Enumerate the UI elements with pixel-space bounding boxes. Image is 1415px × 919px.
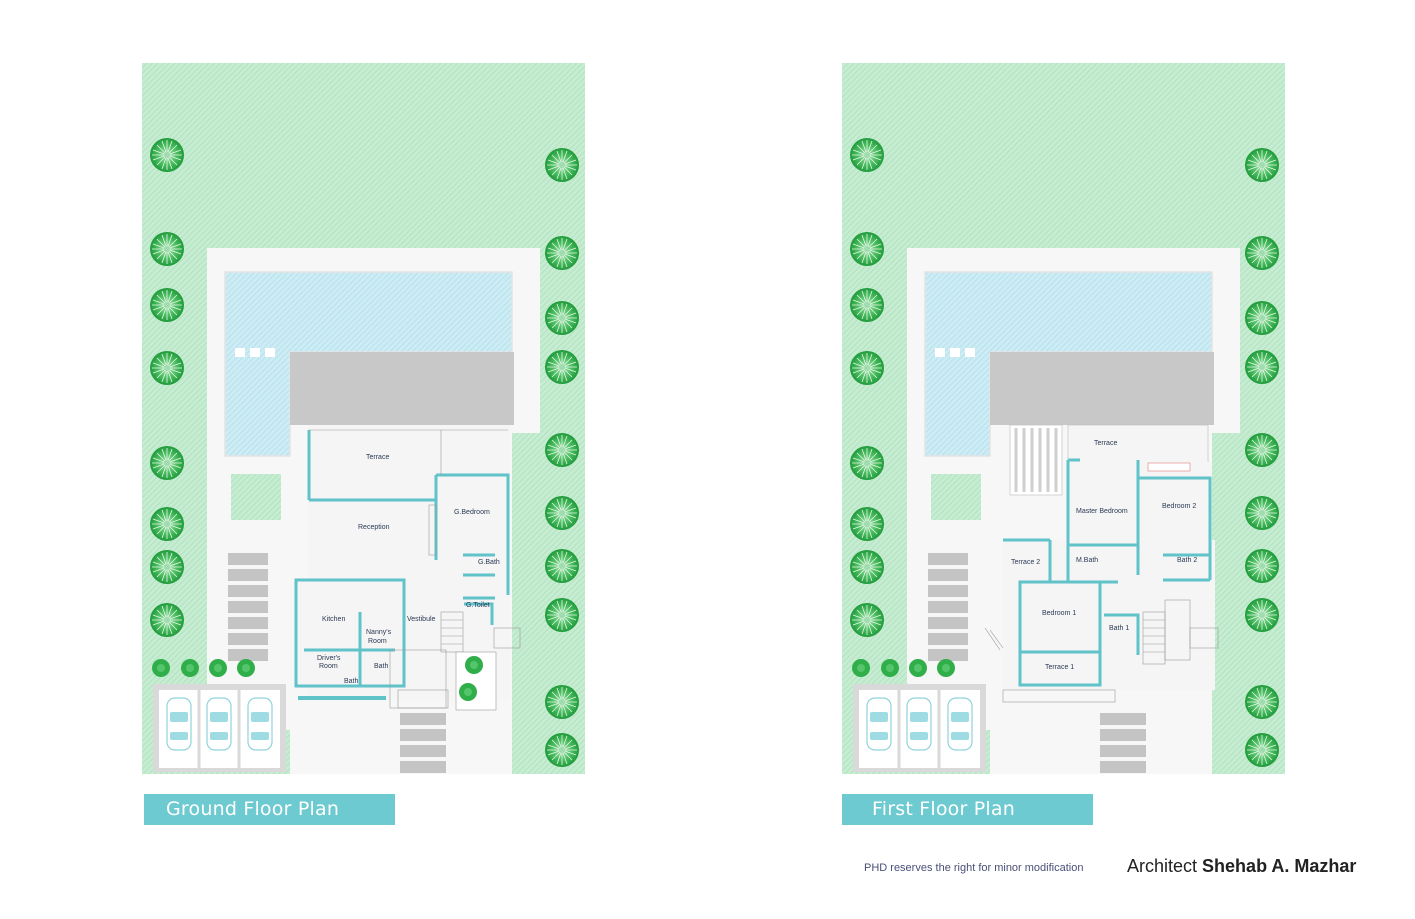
room-label-bedroom-2: Bedroom 2 — [1162, 503, 1196, 510]
disclaimer-text: PHD reserves the right for minor modific… — [864, 862, 1084, 874]
room-label-bath-a: Bath — [374, 663, 389, 670]
room-label-master-bedroom: Master Bedroom — [1076, 508, 1128, 515]
room-label-kitchen: Kitchen — [322, 616, 345, 623]
room-label-bath-1: Bath 1 — [1109, 625, 1129, 632]
ground-floor-site — [142, 63, 585, 774]
room-label-g-toilet: G.Toilet — [466, 602, 490, 609]
room-label-vestibule: Vestibule — [407, 616, 436, 623]
room-label-drivers-room-line1: Driver's — [317, 655, 341, 662]
ground-floor-plan-title: Ground Floor Plan — [144, 794, 395, 825]
room-label-nannys-room-line2: Room — [368, 638, 387, 645]
first-floor-site — [842, 63, 1285, 774]
ground-floor-room-labels: Terrace Reception G.Bedroom G.Bath G.Toi… — [317, 454, 500, 685]
room-label-g-bedroom: G.Bedroom — [454, 509, 490, 516]
architect-name: Shehab A. Mazhar — [1202, 856, 1357, 876]
room-label-bath-2: Bath 2 — [1177, 557, 1197, 564]
room-label-nannys-room-line1: Nanny's — [366, 629, 392, 636]
room-label-bedroom-1: Bedroom 1 — [1042, 610, 1076, 617]
room-label-reception: Reception — [358, 524, 390, 531]
room-label-g-bath: G.Bath — [478, 559, 500, 566]
architect-credit: Architect Shehab A. Mazhar — [1127, 856, 1356, 877]
room-label-terrace-1: Terrace 1 — [1045, 664, 1074, 671]
room-label-drivers-room-line2: Room — [319, 663, 338, 670]
room-label-terrace: Terrace — [366, 454, 389, 461]
room-label-m-bath: M.Bath — [1076, 557, 1098, 564]
room-label-bath-b: Bath — [344, 678, 359, 685]
first-floor-plan-title: First Floor Plan — [842, 794, 1093, 825]
room-label-terrace-upper: Terrace — [1094, 440, 1117, 447]
architect-prefix: Architect — [1127, 856, 1198, 876]
room-label-terrace-2: Terrace 2 — [1011, 559, 1040, 566]
first-floor-room-labels: Terrace Master Bedroom Bedroom 2 Terrace… — [1011, 440, 1197, 671]
